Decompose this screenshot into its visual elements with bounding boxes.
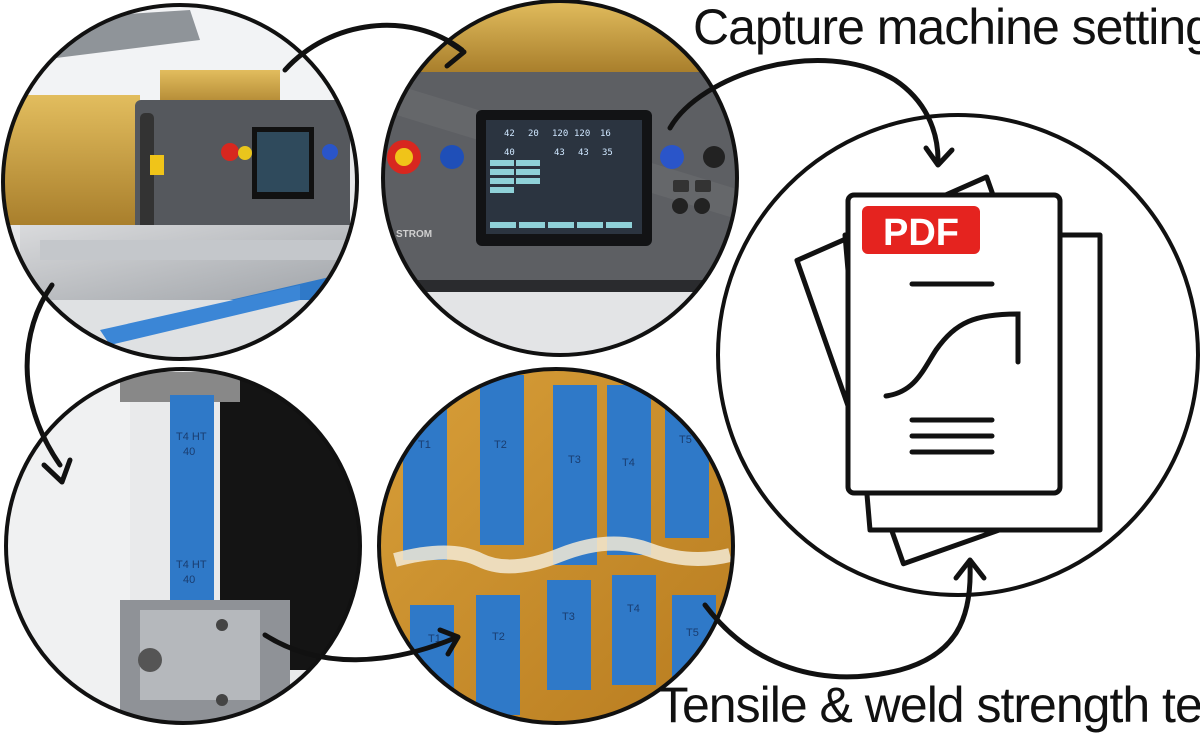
arrow-panel-to-pdf <box>667 58 941 163</box>
arrow-strips-to-pdf <box>702 562 973 680</box>
specimen-label: 40 <box>183 446 195 458</box>
specimen-label: T4 HT <box>176 559 207 571</box>
control-panel-photo <box>383 1 737 355</box>
tensile-test-caption: Tensile & weld strength test <box>658 677 1200 733</box>
readout: 120 <box>552 129 568 139</box>
specimen-label: 40 <box>183 574 195 586</box>
strip-label: T1 <box>428 633 441 645</box>
pdf-badge <box>862 206 980 254</box>
specimen-label: T4 HT <box>176 431 207 443</box>
strip-label: T2 <box>492 631 505 643</box>
test-strips-frame <box>377 367 735 725</box>
readout: 16 <box>600 129 611 139</box>
readout: 20 <box>528 129 539 139</box>
arrowhead <box>41 457 73 485</box>
arrowhead <box>443 37 467 69</box>
arrowhead <box>953 557 987 581</box>
arrow-machine-to-panel <box>282 22 465 73</box>
strip-label: T3 <box>562 611 575 623</box>
arrow-tensile-to-strips <box>262 632 458 663</box>
flow-arrows <box>24 22 987 680</box>
pdf-content-lines <box>883 281 1021 455</box>
hmi-buttons <box>490 160 632 228</box>
readout: 120 <box>574 129 590 139</box>
strip-label: T5 <box>679 434 692 446</box>
strip-label: T4 <box>627 603 640 615</box>
capture-settings-caption: Capture machine settings <box>693 0 1200 55</box>
tensile-labels: T4 HT 40 T4 HT 40 <box>176 431 207 586</box>
readout: 35 <box>602 148 613 158</box>
arrowhead <box>437 627 461 657</box>
strip-labels: T1 T2 T3 T4 T5 T1 T2 T3 T4 T5 <box>418 434 699 645</box>
hmi-readouts: 42 20 120 120 16 40 43 43 35 <box>504 129 613 158</box>
tensile-photo-frame <box>4 367 362 725</box>
strip-label: T5 <box>686 627 699 639</box>
strip-label: T4 <box>622 457 635 469</box>
tensile-specimen <box>170 395 214 615</box>
strip-label: T2 <box>494 439 507 451</box>
hmi-screen <box>486 120 642 234</box>
arrowhead <box>923 145 955 168</box>
arrow-machine-to-tensile <box>24 282 63 468</box>
strip-label: T3 <box>568 454 581 466</box>
pdf-badge-label: PDF <box>883 212 959 254</box>
brand-label: STROM <box>396 229 432 240</box>
readout: 42 <box>504 129 515 139</box>
readout: 40 <box>504 148 515 158</box>
strip-label: T1 <box>418 439 431 451</box>
machine-photo-frame <box>1 3 359 361</box>
readout: 43 <box>578 148 589 158</box>
pdf-document-icon <box>794 174 1103 567</box>
readout: 43 <box>554 148 565 158</box>
tensile-tester-photo <box>6 369 360 723</box>
control-panel-frame <box>381 0 739 357</box>
